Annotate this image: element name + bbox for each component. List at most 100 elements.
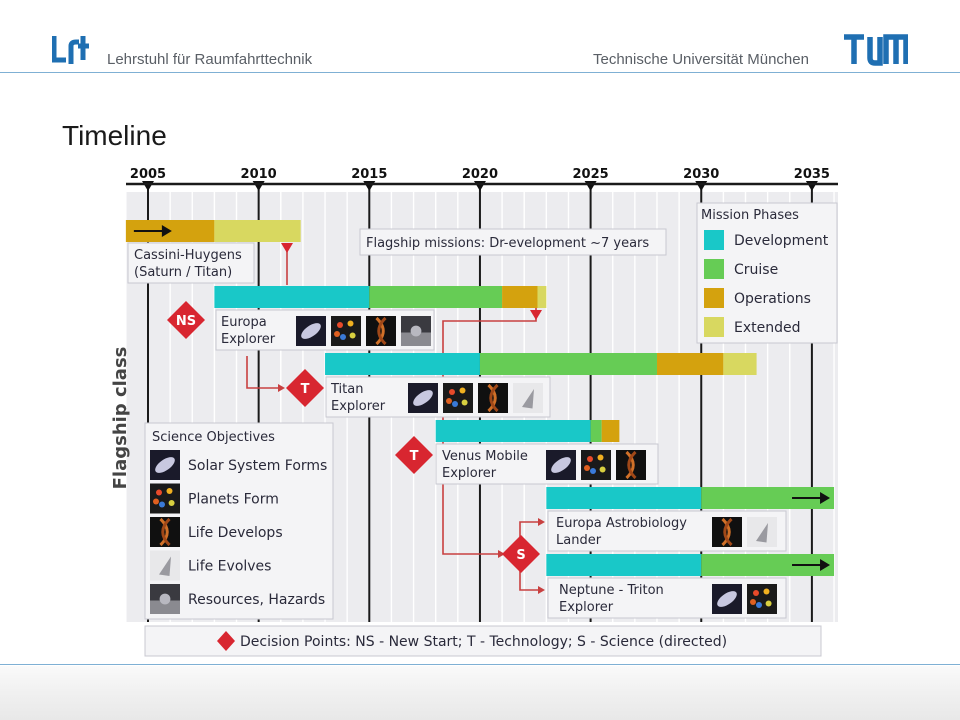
- decision-point-marker: [502, 535, 540, 573]
- mission-name: Europa: [221, 315, 267, 330]
- mission-bar-operations: [656, 353, 724, 375]
- mission-name: Cassini-Huygens: [134, 248, 242, 263]
- objective-icon: [150, 550, 180, 581]
- europa-end-marker: [530, 310, 542, 320]
- connector-arrowhead: [278, 384, 285, 392]
- bar-arrowhead: [820, 559, 831, 571]
- mission-name: Europa Astrobiology: [556, 516, 687, 531]
- mission-name: Explorer: [221, 332, 276, 347]
- objective-icon: [581, 450, 611, 480]
- banner-text: Flagship missions: Dr-evelopment ~7 year…: [366, 236, 649, 251]
- connector-arrowhead: [538, 586, 545, 594]
- chair-name: Lehrstuhl für Raumfahrttechnik: [107, 51, 313, 68]
- objective-icon: [408, 383, 438, 413]
- mission-bar-development: [214, 286, 370, 308]
- mission-bar-development: [546, 554, 702, 576]
- year-tick-label: 2030: [683, 167, 719, 182]
- mission-name: Explorer: [442, 466, 497, 481]
- objective-icon: [150, 450, 180, 480]
- legend-title: Mission Phases: [701, 208, 799, 223]
- science-objective-label: Solar System Forms: [188, 458, 327, 474]
- decision-point-marker: [286, 369, 324, 407]
- mission-bar-operations: [502, 286, 538, 308]
- decision-point-marker: [395, 436, 433, 474]
- mission-bar-extended: [537, 286, 547, 308]
- mission-bar-development: [325, 353, 480, 375]
- decision-points-marker: [217, 631, 235, 651]
- decision-point-label: T: [410, 449, 419, 464]
- mission-name: (Saturn / Titan): [134, 265, 232, 280]
- mission-label-box: [127, 242, 255, 284]
- banner-box: [359, 228, 667, 256]
- science-objectives-title: Science Objectives: [152, 430, 275, 445]
- year-tick-label: 2015: [351, 167, 387, 182]
- year-tick-label: 2035: [794, 167, 830, 182]
- mission-bar-cruise: [701, 487, 835, 509]
- objective-icon: [712, 517, 742, 547]
- tum-logo: [842, 34, 909, 66]
- decision-point-label: T: [301, 382, 310, 397]
- science-objective-label: Planets Form: [188, 492, 279, 508]
- legend-label: Development: [734, 233, 829, 249]
- mission-name: Neptune - Triton: [559, 583, 664, 598]
- university-name: Technische Universität München: [593, 51, 809, 68]
- footer-background: [0, 666, 960, 720]
- legend-swatch: [704, 259, 724, 279]
- legend-swatch: [704, 288, 724, 308]
- mission-bar-extended: [723, 353, 757, 375]
- legend-swatch: [704, 230, 724, 250]
- mission-bar-cruise: [369, 286, 503, 308]
- slide-title: Timeline: [62, 120, 167, 151]
- year-tick-label: 2005: [130, 167, 166, 182]
- mission-bar-cruise: [590, 420, 602, 442]
- mission-name: Venus Mobile: [442, 449, 528, 464]
- header-rule: [0, 72, 960, 73]
- mission-bar-cruise: [479, 353, 657, 375]
- lrt-logo: [51, 34, 90, 66]
- objective-icon: [296, 316, 326, 346]
- legend-label: Operations: [734, 291, 811, 307]
- objective-icon: [478, 383, 508, 413]
- objective-icon: [331, 316, 361, 346]
- mission-bar-cruise: [701, 554, 835, 576]
- mission-label-box: [547, 510, 787, 552]
- mission-label-box: [547, 577, 787, 619]
- mission-name: Explorer: [559, 600, 614, 615]
- decision-point-marker: [167, 301, 205, 339]
- objective-icon: [747, 584, 777, 614]
- y-axis-label: Flagship class: [110, 347, 131, 490]
- objective-icon: [366, 316, 396, 346]
- objective-icon: [747, 517, 777, 547]
- legend-label: Cruise: [734, 262, 778, 278]
- legend-label: Extended: [734, 320, 801, 336]
- year-tick-label: 2020: [462, 167, 498, 182]
- objective-icon: [150, 483, 180, 514]
- connector-arrowhead: [538, 518, 545, 526]
- cassini-marker: [281, 243, 293, 253]
- decision-point-label: NS: [176, 314, 196, 329]
- decision-points-text: Decision Points: NS - New Start; T - Tec…: [240, 634, 727, 650]
- decision-points-box: [144, 625, 822, 657]
- bar-arrowhead: [820, 492, 831, 504]
- mission-name: Explorer: [331, 399, 386, 414]
- objective-icon: [616, 450, 646, 480]
- objective-icon: [401, 316, 431, 346]
- titan-connector: [246, 356, 282, 389]
- footer-rule: [0, 664, 960, 665]
- mission-bar-development: [435, 420, 591, 442]
- mission-bar-extended: [214, 220, 301, 242]
- bar-arrowhead: [161, 225, 172, 237]
- decision-point-label: S: [516, 548, 525, 563]
- science-objective-label: Life Evolves: [188, 559, 271, 575]
- mission-bar-development: [546, 487, 702, 509]
- mission-name: Lander: [556, 533, 602, 548]
- objective-icon: [150, 584, 180, 614]
- year-tick-label: 2025: [573, 167, 609, 182]
- objective-icon: [513, 383, 543, 413]
- mission-name: Titan: [330, 382, 363, 397]
- science-objective-label: Resources, Hazards: [188, 592, 325, 608]
- objective-icon: [546, 450, 576, 480]
- s-lower-connector: [519, 566, 540, 591]
- legend-swatch: [704, 317, 724, 337]
